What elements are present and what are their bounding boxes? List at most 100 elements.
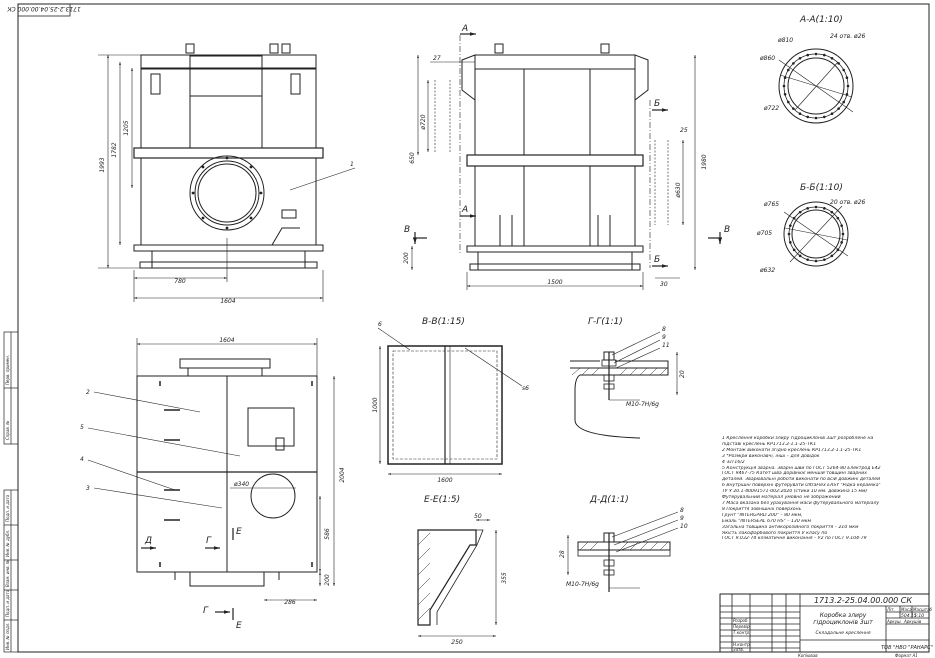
tb-hdr-mass: Маса — [901, 607, 912, 612]
bolt-hole — [830, 210, 834, 214]
section-a-top: А — [461, 24, 468, 34]
section-ee-355: 355 — [501, 572, 508, 584]
dim-side-27: 27 — [433, 55, 441, 62]
rotated-code-text: 1713.2-25.04.00.000 СК — [6, 5, 80, 12]
section-gg-m9: 9 — [662, 334, 666, 341]
tb-sheet: Аркуш — [886, 619, 901, 624]
section-dd — [567, 511, 679, 592]
margin-label-7: Инв. № подл. — [5, 622, 10, 650]
dim-plan-586: 586 — [324, 528, 331, 540]
note-line: 4 ±ІТ16/2 — [722, 459, 745, 465]
section-g-label-2: Г — [203, 606, 209, 616]
section-a-bottom: А — [461, 205, 468, 215]
tb-hdr-lit: Літ. — [886, 607, 895, 612]
dim-plan-340: ø340 — [233, 481, 249, 488]
bolt-hole — [836, 216, 840, 220]
bolt-hole — [823, 258, 826, 261]
tb-r2: Перевір. — [733, 624, 751, 629]
bolt-hole — [806, 115, 810, 119]
title-block — [719, 593, 930, 653]
dim-side-630: ø630 — [675, 182, 682, 198]
section-ee — [417, 519, 497, 637]
technical-notes: 1 Креслення коробки злиру гідроциклонів … — [722, 436, 922, 542]
plan-dimensions — [87, 338, 335, 601]
section-vv-1600: 1600 — [437, 477, 452, 484]
note-line: підставі креслень КР1713.2-1.1-25-ТК1 — [722, 441, 817, 447]
dim-front-1993: 1993 — [99, 157, 106, 172]
tb-bottom-left: Копіював — [798, 653, 818, 658]
section-bb-holes — [787, 205, 845, 263]
dim-side-650: 650 — [409, 152, 416, 164]
section-ee-title: Е-Е(1:5) — [424, 495, 460, 505]
note-line: Якість лакофарбового покриття V класу по — [722, 530, 828, 536]
section-vv — [377, 327, 523, 475]
section-aa-d722: ø722 — [763, 105, 779, 112]
section-g-label-1: Г — [206, 536, 212, 546]
note-line: Загальна товщина антикорозійного покритт… — [722, 524, 859, 530]
section-aa-d860: ø860 — [759, 55, 775, 62]
bolt-hole — [840, 224, 843, 227]
section-bb-holes-label: 20 отв. ø26 — [830, 199, 866, 206]
section-dd-m9: 9 — [680, 515, 684, 522]
dim-front-780: 780 — [174, 278, 186, 285]
bolt-hole — [792, 107, 795, 110]
section-dd-m10: 10 — [680, 523, 688, 530]
tb-r1: Розроб. — [733, 618, 749, 623]
dim-side-720: ø720 — [420, 114, 427, 130]
note-line: 1 Креслення коробки злиру гідроциклонів … — [722, 436, 874, 441]
section-b-top: Б — [654, 99, 660, 109]
section-bb-title: Б-Б(1:10) — [800, 183, 843, 193]
note-line: 3 *Розміри виконавчі, інші – для довідок — [722, 453, 820, 459]
callout-plan-3: 3 — [86, 485, 90, 492]
section-gg-m8: 8 — [662, 326, 666, 333]
bolt-hole — [789, 241, 792, 244]
section-gg-bolt: М10-7Н/6g — [626, 401, 659, 408]
tb-scale: 1:10 — [914, 613, 924, 619]
bolt-hole — [786, 100, 790, 104]
tb-name-1: Коробка злиру — [820, 612, 867, 619]
bolt-hole — [845, 92, 849, 96]
dim-plan-286: 286 — [284, 599, 296, 606]
bolt-hole — [830, 254, 834, 258]
margin-label-3: Подп. и дата — [5, 494, 10, 522]
bolt-hole — [783, 76, 787, 80]
note-line: Футерувальний матеріал умовно не зображе… — [722, 495, 841, 501]
dim-plan-1604: 1604 — [219, 337, 234, 344]
note-line: ГОСТ 9.032-74 кліматичне виконання – У2 … — [722, 536, 867, 542]
side-view — [461, 43, 649, 271]
section-ee-50: 50 — [474, 513, 482, 520]
bolt-hole — [822, 115, 826, 119]
section-aa-holes — [782, 52, 850, 120]
side-section-arrows — [413, 32, 722, 268]
margin-label-6: Подп. и дата — [5, 589, 10, 617]
section-bb-d632: ø632 — [759, 267, 775, 274]
bolt-hole — [787, 232, 791, 236]
bolt-hole — [786, 68, 790, 72]
note-line: деталей. Зварювальні роботи виконати по … — [722, 477, 881, 483]
section-b-bottom: Б — [654, 255, 660, 265]
bolt-hole — [845, 76, 849, 80]
bolt-hole — [823, 207, 826, 210]
bolt-hole — [806, 53, 810, 57]
front-dimensions — [98, 54, 356, 302]
section-gg-hatch — [571, 367, 668, 376]
plan-section-arrows — [141, 528, 234, 620]
bolt-hole — [798, 210, 802, 214]
section-d-label-1: Д — [144, 536, 152, 546]
note-line: Грунт "INTERGARD 200" – 80 мкм, — [722, 512, 803, 518]
bolt-hole — [798, 56, 802, 60]
bolt-hole — [814, 205, 818, 209]
plan-view — [136, 358, 318, 587]
note-line: ТУ У 20.1-40091571-002:2020 (стики 10 мм… — [722, 489, 868, 495]
callout-plan-2: 2 — [86, 389, 90, 396]
tb-bottom-right: Формат А1 — [895, 653, 918, 658]
bolt-hole — [783, 92, 787, 96]
bolt-hole — [806, 258, 809, 261]
section-bb-d705: ø705 — [756, 230, 772, 237]
bolt-hole — [814, 52, 818, 56]
bolt-hole — [789, 224, 792, 227]
section-gg-title: Г-Г(1:1) — [588, 317, 623, 327]
section-e-label-2: Е — [236, 621, 242, 631]
section-aa-dims — [778, 59, 854, 113]
bolt-hole — [846, 84, 850, 88]
